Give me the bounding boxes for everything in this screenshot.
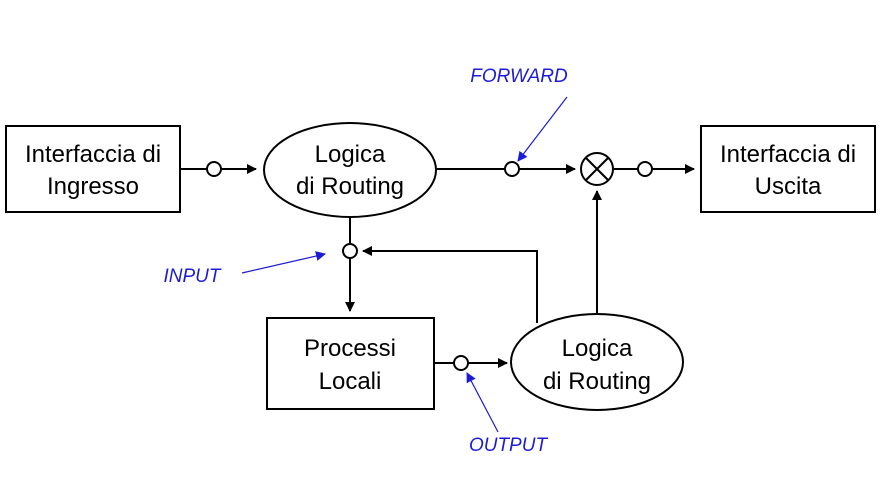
node-ingress-label-line2: Ingresso [47,173,139,200]
hook-points [206,161,653,371]
node-local-processes-box [266,317,435,410]
node-ingress-label-line1: Interfaccia di [25,141,161,168]
node-ingress-box [5,125,181,213]
node-egress-label-line1: Interfaccia di [720,141,856,168]
hook-point-forward [504,161,520,177]
node-local-processes: Processi Locali [266,317,435,410]
merge-junction-icon [580,152,614,186]
output-pointer-arrow [466,372,499,433]
node-routing-bottom-label-line2: di Routing [543,368,651,395]
node-egress-box [700,125,876,213]
node-egress-label-line2: Uscita [755,173,822,200]
hook-point-input [342,243,358,259]
node-egress-interface: Interfaccia di Uscita [700,125,876,213]
forward-hook-label: FORWARD [470,66,568,87]
input-pointer-arrow [241,251,326,274]
node-routing-top-label-line2: di Routing [296,173,404,200]
node-routing-bottom-label-line1: Logica [562,335,633,362]
connectors [180,164,695,368]
hook-point-output [453,355,469,371]
forward-pointer-arrow [517,96,568,162]
output-hook-label: OUTPUT [469,435,549,456]
annotations: FORWARD INPUT OUTPUT [164,66,569,456]
node-routing-bottom-ellipse [510,313,684,411]
node-routing-top-ellipse [263,122,437,218]
edge-routing-bottom-to-input-hook [362,246,538,323]
node-routing-logic-bottom: Logica di Routing [510,313,684,411]
input-hook-label: INPUT [164,266,222,287]
hook-point-prerouting [206,161,222,177]
node-local-processes-label-line2: Locali [319,368,382,395]
node-routing-logic-top: Logica di Routing [263,122,437,218]
node-local-processes-label-line1: Processi [304,335,396,362]
node-ingress-interface: Interfaccia di Ingresso [5,125,181,213]
node-routing-top-label-line1: Logica [315,141,386,168]
hook-point-postrouting [637,161,653,177]
